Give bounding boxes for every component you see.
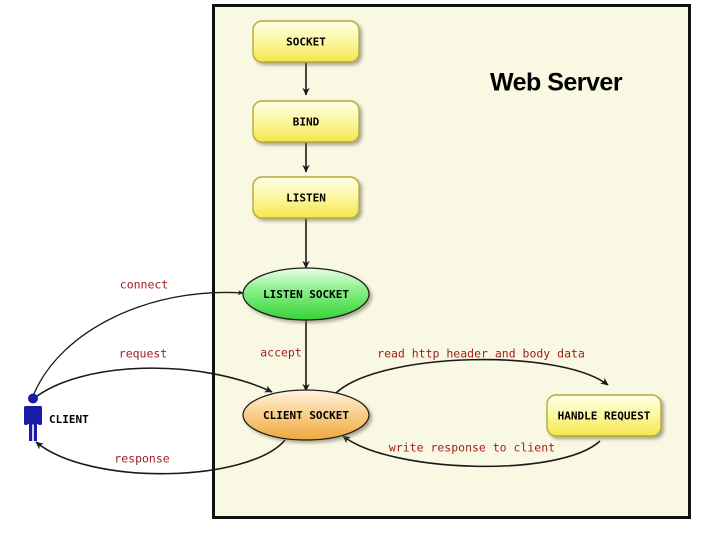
edge-label-accept: accept (260, 346, 302, 360)
edge-response: response (35, 439, 286, 475)
edge-label-response: response (114, 452, 169, 466)
node-label-listen: LISTEN (286, 192, 326, 205)
node-listen[interactable]: LISTEN (252, 176, 360, 219)
edge-request: request (31, 347, 273, 401)
node-label-client-socket: CLIENT SOCKET (263, 409, 349, 422)
node-label-bind: BIND (293, 116, 320, 129)
page-title: Web Server (490, 69, 623, 97)
edge-label-request: request (119, 347, 167, 361)
edge-accept: accept (260, 320, 310, 392)
edge-read-http: read http header and body data (335, 347, 609, 394)
node-client-socket[interactable]: CLIENT SOCKET (242, 389, 370, 441)
client-actor-label: CLIENT (49, 413, 89, 426)
edge-label-read-http: read http header and body data (377, 347, 585, 361)
node-label-handle-request: HANDLE REQUEST (558, 410, 651, 423)
edge-label-write-response: write response to client (389, 441, 555, 455)
edge-write-response: write response to client (342, 435, 601, 468)
node-label-listen-socket: LISTEN SOCKET (263, 288, 349, 301)
client-actor[interactable]: CLIENT (24, 393, 89, 442)
node-label-socket: SOCKET (286, 36, 326, 49)
node-handle-request[interactable]: HANDLE REQUEST (546, 394, 662, 437)
edge-label-connect: connect (120, 278, 168, 292)
node-listen-socket[interactable]: LISTEN SOCKET (242, 267, 370, 321)
node-bind[interactable]: BIND (252, 100, 360, 143)
edge-connect: connect (32, 278, 244, 397)
client-person-icon (24, 393, 42, 441)
node-socket[interactable]: SOCKET (252, 20, 360, 63)
